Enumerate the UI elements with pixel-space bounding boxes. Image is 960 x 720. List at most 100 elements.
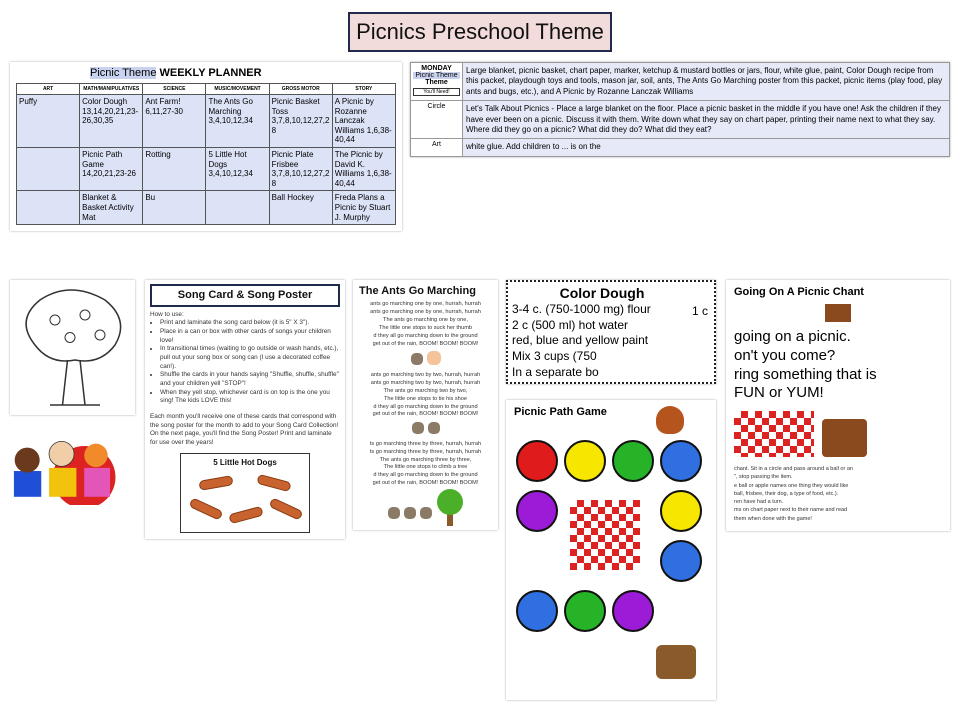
recipe-side-text: 1 c [692,304,709,318]
cell [15,190,81,226]
cell [15,146,81,192]
cell [205,190,270,226]
color-dough-recipe: Color Dough 3-4 c. (750-1000 mg) flour 2… [506,280,716,385]
col-header: ART [15,83,81,95]
lyric: d they all go marching down to the groun… [373,403,478,410]
yellow-circle [564,440,606,482]
blue-circle [660,440,702,482]
recipe-line: Mix 3 cups (750 [512,348,597,363]
tree-drawing-icon [25,289,122,406]
recipe-line: In a separate bo [512,364,599,379]
chant-lyrics: going on a picnic.on't you come?ring som… [734,328,942,403]
instruction-line: ", stop passing the item. [734,474,793,481]
cell: The Picnic by David K. Williams 1,6,38-4… [331,146,397,192]
cell: A Picnic by Rozanne Lanczak Williams 1,6… [331,94,397,148]
lyric: The ants go marching two by two, [383,387,468,394]
ant-icon [403,507,416,520]
day-label: MONDAY [421,65,452,72]
lyric: The little one stops to tie his shoe [383,395,468,402]
thumbs-up-icon [426,351,441,366]
poster-title: 5 Little Hot Dogs [213,458,277,468]
lyric: ants go marching one by one, hurrah, hur… [370,309,481,316]
children-clipart-icon [13,440,116,505]
lyric: ants go marching two by two, hurrah, hur… [370,372,481,379]
cell: Freda Plans a Picnic by Stuart J. Murphy [331,190,397,226]
lyric: ts go marching three by three, hurrah, h… [369,448,482,455]
song-title: The Ants Go Marching [359,285,476,297]
slide-title: Picnics Preschool Theme [348,12,612,52]
lyric: d they all go marching down to the groun… [373,332,478,339]
need-arrow: You'll Need! [413,88,460,96]
circle-text: Let's Talk About Picnics - Place a large… [463,101,949,139]
chant-title: Going On A Picnic Chant [734,286,864,298]
theme-name: Picnic Theme [413,72,460,79]
recipe-line: 3-4 c. (750-1000 mg) flour [512,302,651,317]
hot-dog-icon [188,497,224,522]
cell: Ball Hockey [268,190,333,226]
instruction-line: e ball or apple names one thing they wou… [734,482,849,489]
ant-icon [387,507,400,520]
picnic-basket-icon [822,419,867,457]
cell: The Ants Go Marching 3,4,10,12,34 [205,94,270,148]
stump-icon [656,645,696,679]
verse-2: ants go marching two by two, hurrah, hur… [353,372,498,419]
theme-label: Theme [425,79,448,86]
basket-icon [825,304,851,322]
instruction-line: ball, frisbee, their dog, a type of food… [734,490,839,497]
ant-icon [427,422,440,435]
blue-circle [516,590,558,632]
chant-line: ring something that is [734,365,877,383]
chant-line: FUN or YUM! [734,384,824,402]
recipe-body: Color Dough 3-4 c. (750-1000 mg) flour 2… [512,284,692,380]
yellow-circle [660,490,702,532]
art-text: white glue. Add children to ... is on th… [463,139,949,156]
lyric: get out of the rain, BOOM! BOOM! BOOM! [372,411,479,418]
song-card-title: Song Card & Song Poster [150,284,340,307]
lyric: The little one stops to climb a tree [383,464,468,471]
row-label: Art [411,139,463,156]
list-item: Print and laminate the song card below (… [160,319,340,328]
lyric: ts go marching three by three, hurrah, h… [369,440,482,447]
squirrel-icon [656,406,684,434]
col-header: MATH/MANIPULATIVES [79,83,144,95]
picnic-path-game-page: Picnic Path Game [506,400,716,700]
verse-3: ts go marching three by three, hurrah, h… [353,441,498,488]
verse-1: ants go marching one by one, hurrah, hur… [353,301,498,348]
instruction-line: ren have had a turn. [734,499,784,505]
lyric: ants go marching one by one, hurrah, hur… [370,301,481,308]
cell: Bu [142,190,207,226]
chant-line: on't you come? [734,346,836,364]
materials-text: Large blanket, picnic basket, chart pape… [463,63,949,101]
planner-title: Picnic Theme WEEKLY PLANNER [90,67,402,79]
list-item: In transitional times (waiting to go out… [160,345,340,371]
blue-circle [660,540,702,582]
tree-coloring-page [10,280,135,415]
cell: Puffy [15,94,81,148]
col-header: GROSS MOTOR [268,83,333,95]
col-header: STORY [331,83,397,95]
lyric: d they all go marching down to the groun… [373,472,478,479]
hot-dog-icon [256,474,292,493]
chant-instructions: chant. Sit in a circle and pass around a… [734,465,942,523]
instructions-list: Print and laminate the song card below (… [160,319,340,405]
ant-icon [419,507,432,520]
list-item: Shuffle the cards in your hands saying "… [160,371,340,388]
ants-go-marching-page: The Ants Go Marching ants go marching on… [353,280,498,530]
game-title: Picnic Path Game [514,406,607,418]
lyric: get out of the rain, BOOM! BOOM! BOOM! [372,480,479,487]
cell: Picnic Basket Toss 3,7,8,10,12,27,28 [268,94,333,148]
list-item: When they yell stop, whichever card is o… [160,389,340,406]
how-to-use-label: How to use: [150,310,184,318]
song-card-page: Song Card & Song Poster How to use: Prin… [145,280,345,540]
cell: Picnic Path Game 14,20,21,23-26 [79,146,144,192]
hot-dog-icon [228,506,264,525]
hot-dog-icon [198,475,234,492]
col-header: SCIENCE [142,83,207,95]
red-circle [516,440,558,482]
